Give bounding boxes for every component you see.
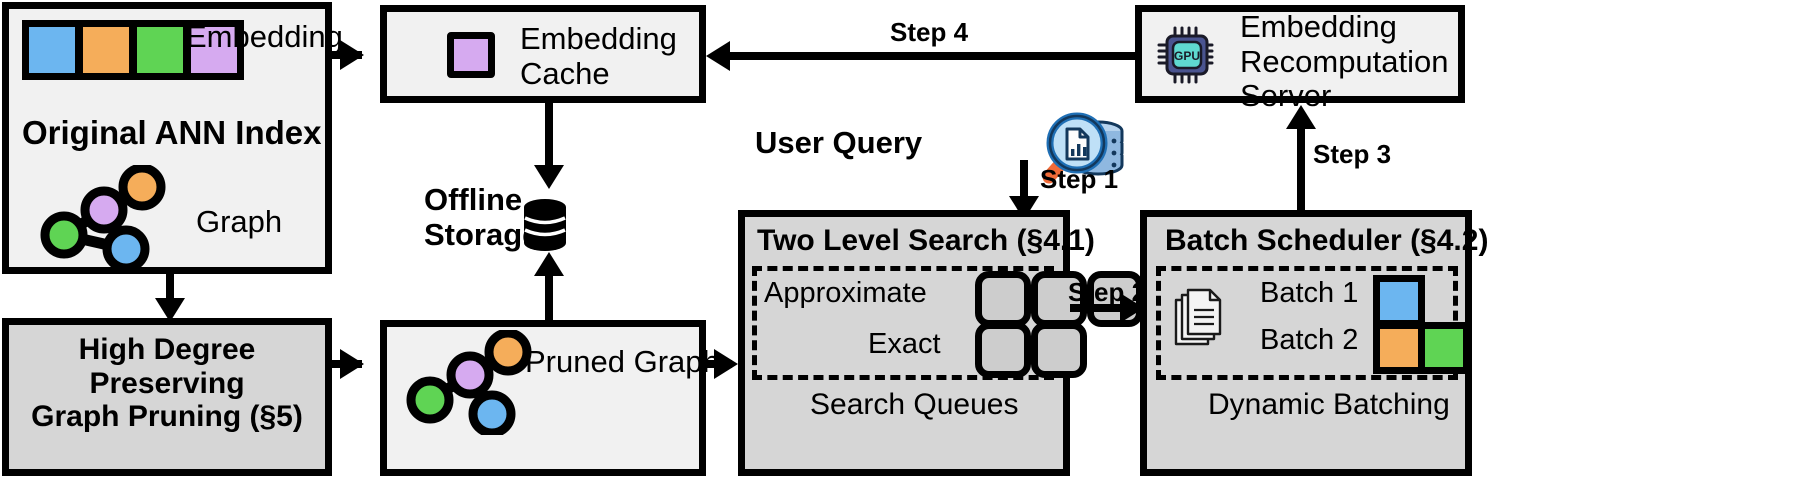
two-level-search-title: Two Level Search (§4.1) — [757, 224, 1095, 257]
arrow-step4-line — [730, 52, 1135, 60]
search-database-icon — [1042, 112, 1124, 184]
queue-cell[interactable] — [1031, 322, 1087, 378]
step3-label: Step 3 — [1313, 139, 1392, 169]
arrow-prunedgraph-to-storage-head — [534, 252, 564, 276]
gpu-chip-icon: GPU — [1157, 26, 1214, 84]
graph-pruning-box — [2, 318, 332, 476]
arrow-step4-head — [706, 41, 730, 71]
batch-2-colors — [1373, 322, 1470, 374]
batch-color-green — [1418, 322, 1470, 374]
embedding-recomputation-server-title: Embedding Recomputation Server — [1240, 9, 1449, 114]
step2-label: Step 2 — [1068, 277, 1147, 307]
pruned-graph-title: Pruned Graph — [525, 344, 720, 379]
batch-1-colors — [1373, 275, 1425, 327]
embedding-cell-orange — [79, 27, 133, 73]
arrow-step3-head — [1286, 105, 1316, 129]
graph-pruning-title: High Degree Preserving Graph Pruning (§5… — [31, 333, 303, 434]
pruned-graph-icon — [406, 330, 532, 435]
arrow-index-to-cache-head — [340, 40, 364, 70]
batch-2-label: Batch 2 — [1260, 324, 1359, 356]
step4-label: Step 4 — [890, 17, 969, 47]
embedding-cell-green — [133, 27, 187, 73]
embedding-cache-box — [380, 5, 706, 103]
queue-cell[interactable] — [975, 322, 1031, 378]
batch-1-label: Batch 1 — [1260, 277, 1359, 309]
batch-scheduler-title: Batch Scheduler (§4.2) — [1165, 224, 1489, 257]
original-graph-icon — [40, 165, 166, 270]
purple-square-icon — [447, 32, 495, 78]
search-queues-footer: Search Queues — [810, 388, 1019, 421]
database-cylinder-icon — [524, 199, 566, 251]
documents-icon — [1174, 288, 1222, 346]
arrow-pruning-to-prunedgraph-head — [340, 349, 364, 379]
embedding-label: Embedding — [186, 19, 343, 54]
embedding-cache-title: Embedding Cache — [520, 21, 677, 91]
embedding-strip — [22, 20, 244, 80]
arrow-step2-line — [1070, 304, 1142, 312]
embedding-cell-blue — [29, 27, 79, 73]
exact-queue-cells — [975, 322, 1087, 378]
queue-cell[interactable] — [975, 271, 1031, 327]
arrow-cache-to-storage-head — [534, 165, 564, 189]
batch-color-blue — [1373, 275, 1425, 327]
pruned-graph-box — [380, 320, 706, 476]
exact-label: Exact — [868, 328, 941, 360]
arrow-cache-to-storage-line — [545, 103, 553, 175]
arrow-prunedgraph-to-search-head — [714, 349, 738, 379]
arrow-step1-line — [1020, 160, 1028, 210]
dynamic-batching-footer: Dynamic Batching — [1208, 388, 1450, 421]
embedding-cell-purple — [187, 27, 237, 73]
offline-storage-title: Offline Storage — [424, 182, 540, 252]
user-query-label: User Query — [755, 125, 923, 160]
step1-label: Step 1 — [1040, 164, 1119, 194]
arrow-prunedgraph-to-storage-line — [545, 275, 553, 320]
original-ann-index-title: Original ANN Index — [22, 114, 322, 151]
arrow-step3-line — [1297, 128, 1305, 212]
embedding-recomputation-server-box — [1135, 5, 1465, 103]
arrow-index-to-pruning-line — [166, 274, 174, 314]
approximate-label: Approximate — [764, 277, 927, 309]
svg-text:GPU: GPU — [1174, 49, 1200, 63]
graph-label: Graph — [196, 204, 283, 239]
